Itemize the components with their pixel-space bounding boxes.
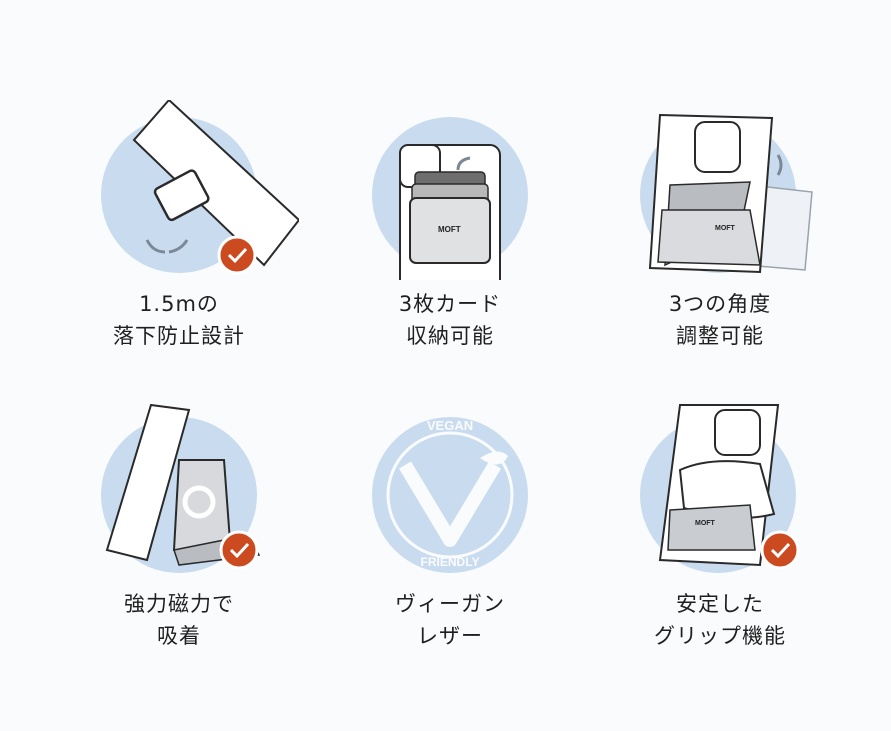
feature-title-line1: 強力磁力で [124,592,234,616]
badge-bottom-text: FRIENDLY [421,555,480,569]
drop-protection-icon [101,100,299,275]
feature-title-line2: レザー [417,624,483,648]
card-holder-icon: MOFT [372,117,528,280]
badge-top-text: VEGAN [427,418,473,433]
feature-title-line2: 吸着 [157,624,201,648]
grip-icon: MOFT [640,404,800,573]
feature-title-line2: グリップ機能 [654,624,786,648]
feature-title-line1: 3枚カード [398,292,502,316]
feature-drop-protection: 1.5mの 落下防止設計 [59,100,299,348]
feature-title-line2: 落下防止設計 [113,324,245,348]
feature-title-line2: 調整可能 [676,324,764,348]
vegan-leather-icon: VEGAN FRIENDLY [372,417,528,573]
feature-title-line1: 3つの角度 [668,292,772,316]
feature-title-line1: ヴィーガン [395,592,505,616]
feature-title-line1: 安定した [676,592,764,616]
moft-logo: MOFT [715,225,736,232]
feature-magnet: 強力磁力で 吸着 [59,400,299,648]
moft-logo: MOFT [695,520,716,527]
moft-logo: MOFT [438,225,461,234]
feature-grip: MOFT 安定した グリップ機能 [600,400,840,648]
feature-vegan-leather: VEGAN FRIENDLY ヴィーガン レザー [330,400,570,648]
magnet-icon [101,403,261,573]
angle-adjust-icon: MOFT [640,113,813,274]
feature-title-line2: 収納可能 [406,324,494,348]
feature-card-holder: MOFT 3枚カード 収納可能 [330,100,570,348]
feature-title-line1: 1.5mの [139,292,219,316]
feature-angle-adjust: MOFT 3つの角度 調整可能 [600,100,840,348]
